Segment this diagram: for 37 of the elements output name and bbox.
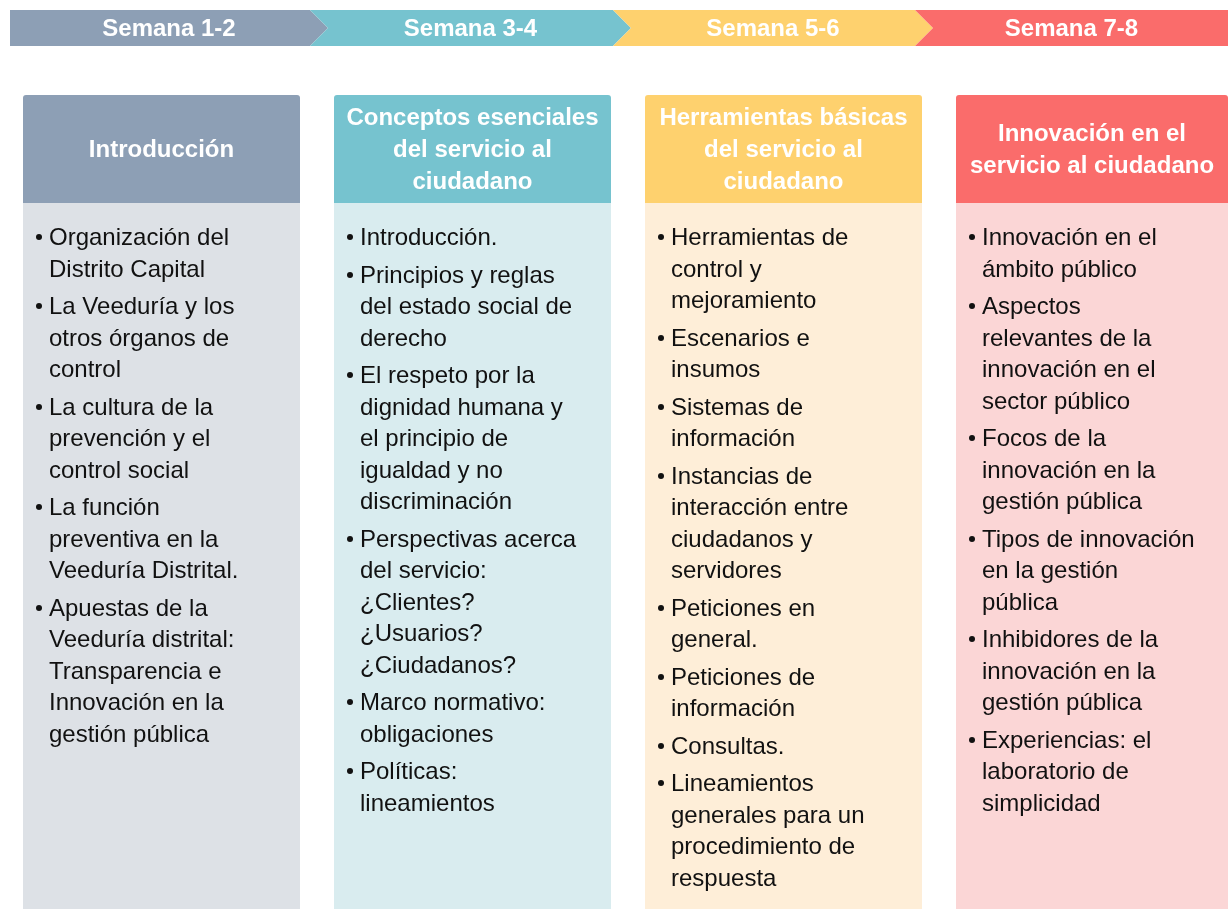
list-item: La Veeduría y los otros órganos de control [49, 292, 235, 382]
column-header: Introducción [23, 95, 300, 203]
list-item: Innovación en el ámbito público [982, 223, 1157, 282]
list-item: Peticiones en general. [671, 593, 816, 652]
list-item: La cultura de la prevención y el control social [49, 392, 214, 483]
list-item: Tipos de innovación en la gestión pública [982, 524, 1195, 615]
list-item: Perspectivas acerca del servicio: ¿Clientes? ¿Usuarios? ¿Ciudadanos? [360, 524, 577, 678]
column-panel [23, 203, 300, 909]
chevron-banner: Semana 3-4 [310, 10, 631, 46]
list-item: Consultas. [671, 731, 785, 759]
list-item: Experiencias: el laboratorio de simplicidad [982, 725, 1152, 816]
list-item: Organización del Distrito Capital [49, 223, 230, 282]
list-item: Marco normativo: obligaciones [360, 688, 546, 747]
list-item: La función preventiva en la Veeduría Distrital. [49, 493, 239, 583]
list-item: Herramientas de control y mejoramiento [671, 223, 849, 313]
list-item: Apuestas de la Veeduría distrital: Transparencia e Innovación en la gestión pública [49, 593, 235, 747]
list-item: Inhibidores de la innovación en la gestión pública [982, 625, 1159, 715]
list-item: Peticiones de información [671, 662, 816, 721]
list-item: Políticas: lineamientos [360, 757, 495, 816]
column-panel [334, 203, 611, 909]
list-item: Sistemas de información [671, 392, 804, 451]
list-item: El respeto por la dignidad humana y el principio de igualdad y no discriminación [360, 361, 563, 514]
list-item: Instancias de interacción entre ciudadanos y servidores [671, 461, 849, 583]
chevron-banner: Semana 5-6 [613, 10, 933, 46]
list-item: Escenarios e insumos [671, 323, 810, 382]
chevron-banner: Semana 1-2 [10, 10, 328, 46]
list-item: Introducción. [360, 223, 498, 250]
chevron-banner: Semana 7-8 [915, 10, 1228, 46]
list-item: Aspectos relevantes de la innovación en el sector público [982, 292, 1156, 414]
list-item: Lineamientos generales para un procedimiento de respuesta [671, 769, 865, 891]
column-header: Innovación en el servicio al ciudadano [956, 95, 1228, 203]
column-header: Conceptos esenciales del servicio al ciudadano [334, 95, 611, 203]
list-item: Focos de la innovación en la gestión pública [982, 424, 1156, 514]
column-header: Herramientas básicas del servicio al ciudadano [645, 95, 922, 203]
list-item: Principios y reglas del estado social de derecho [360, 260, 573, 351]
column-panel [956, 203, 1228, 909]
column-panel [645, 203, 922, 909]
